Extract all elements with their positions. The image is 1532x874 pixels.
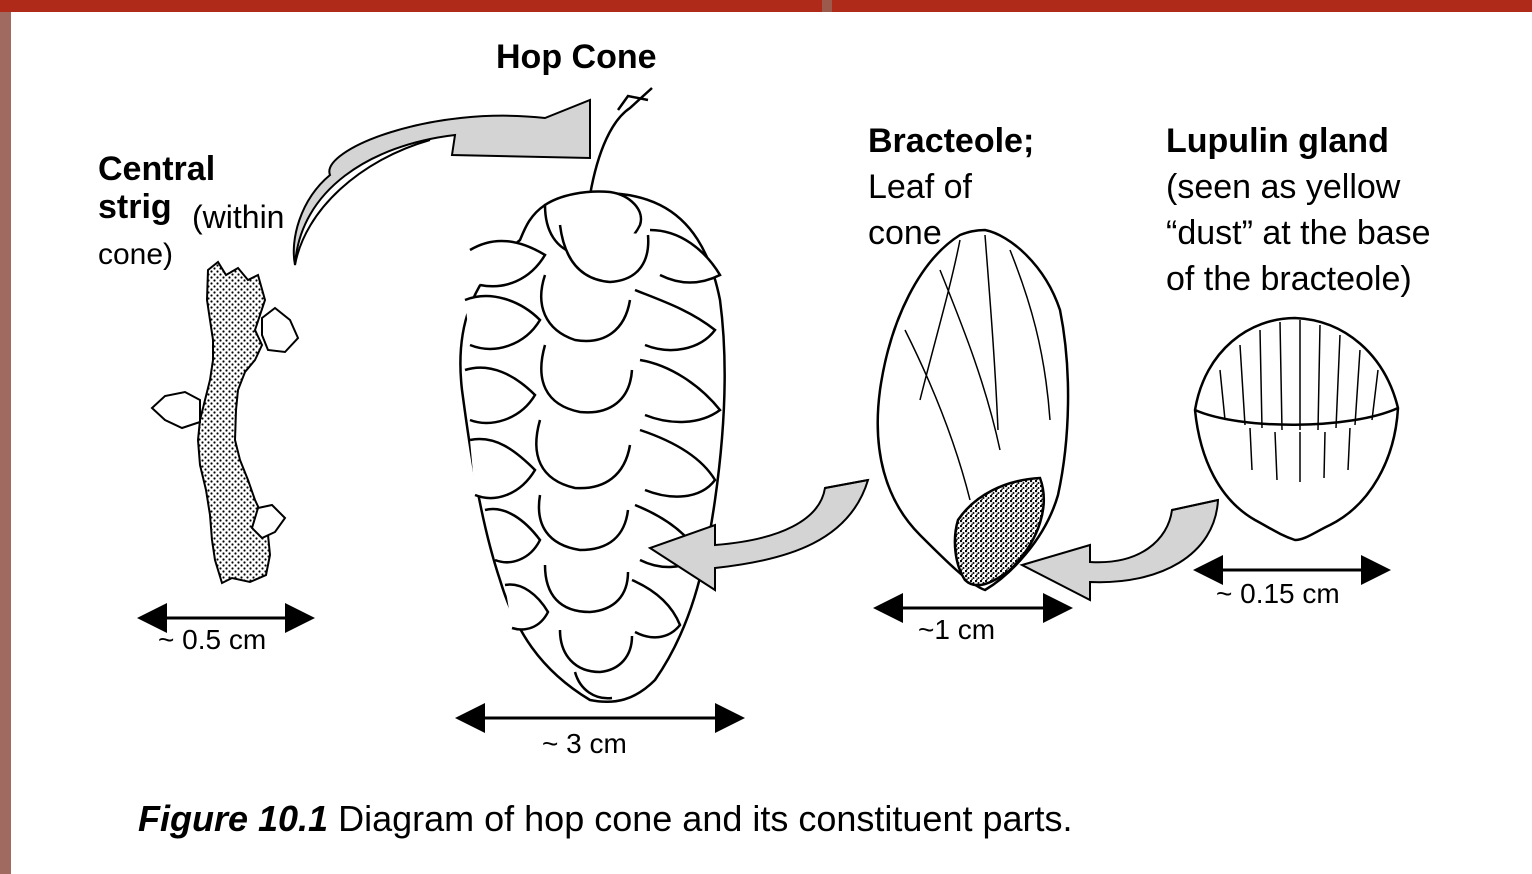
bracteole-measurement: ~1 cm: [918, 614, 995, 646]
lupulin-gland-drawing: [1195, 318, 1398, 540]
hop-cone-title: Hop Cone: [496, 38, 657, 76]
bracteole-line3: cone: [868, 214, 942, 252]
strig-title-rest: (within: [192, 200, 284, 236]
lupulin-line4: of the bracteole): [1166, 260, 1412, 298]
lupulin-line3: “dust” at the base: [1166, 214, 1431, 252]
cone-measurement: ~ 3 cm: [542, 728, 627, 760]
hop-cone-drawing: [460, 88, 724, 702]
bracteole-line2: Leaf of: [868, 168, 972, 206]
strig-title-line3: cone): [98, 238, 173, 272]
lupulin-measurement: ~ 0.15 cm: [1216, 578, 1340, 610]
strig-measurement: ~ 0.5 cm: [158, 624, 266, 656]
figure-caption: Figure 10.1 Diagram of hop cone and its …: [138, 798, 1073, 840]
lupulin-title: Lupulin gland: [1166, 122, 1389, 160]
lupulin-line2: (seen as yellow: [1166, 168, 1400, 206]
bracteole-title: Bracteole;: [868, 122, 1034, 160]
figure-number: Figure 10.1: [138, 798, 328, 839]
figure-caption-text: Diagram of hop cone and its constituent …: [338, 798, 1072, 839]
central-strig-drawing: [152, 262, 298, 583]
bracteole-drawing: [878, 230, 1068, 590]
